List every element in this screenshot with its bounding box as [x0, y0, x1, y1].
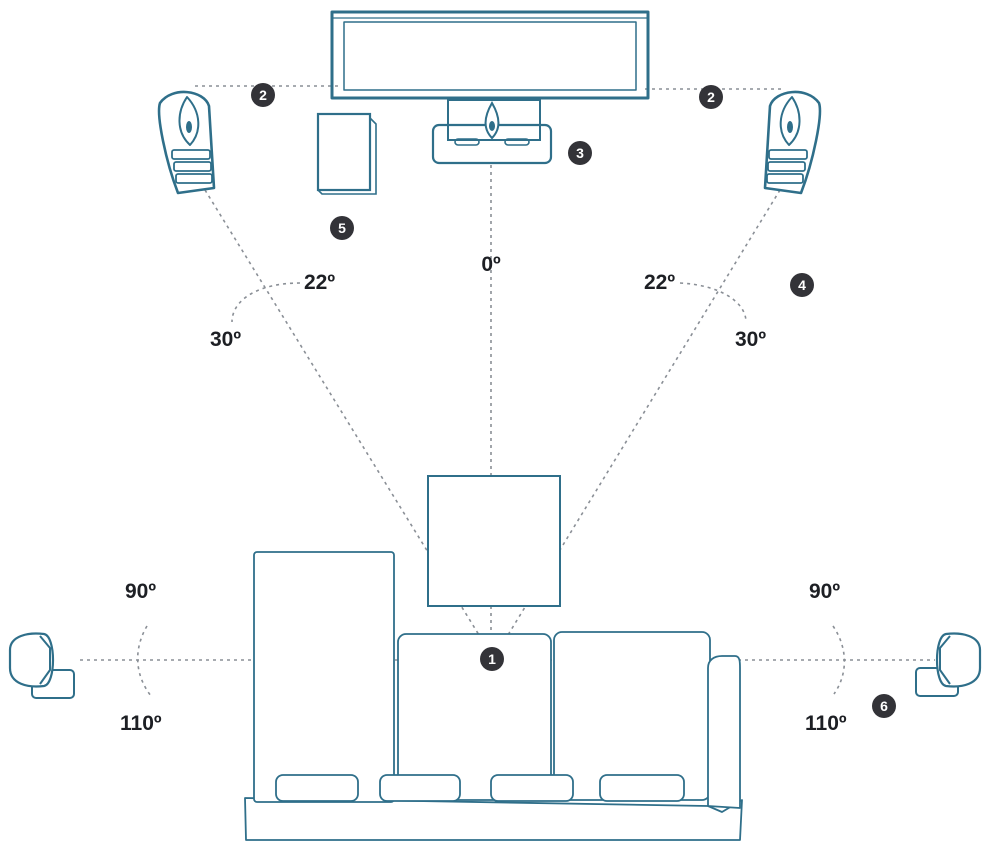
- svg-text:2: 2: [707, 89, 715, 105]
- angle-side-left-top-label: 90º: [125, 580, 156, 603]
- angle-side-right-bottom-label: 110º: [805, 712, 847, 735]
- surround-right-speaker-icon: [915, 632, 982, 697]
- angle-front-left-outer-label: 30º: [210, 328, 241, 351]
- front-left-speaker-icon: [157, 90, 216, 195]
- sofa-icon: [244, 551, 743, 841]
- angle-center-label: 0º: [481, 253, 501, 276]
- angle-front-right-outer-label: 30º: [735, 328, 766, 351]
- badge-subwoofer: 5: [330, 216, 354, 240]
- badge-front-left-distance: 2: [251, 83, 275, 107]
- surround-left-speaker-icon: [8, 632, 75, 699]
- subwoofer-icon: [316, 112, 377, 195]
- side-right-angle-arc: [832, 625, 846, 695]
- svg-text:4: 4: [798, 277, 806, 293]
- svg-text:3: 3: [576, 145, 584, 161]
- coffee-table-icon: [427, 475, 561, 607]
- front-right-angle-line: [499, 189, 781, 649]
- angle-side-right-top-label: 90º: [809, 580, 840, 603]
- badge-front-right-speaker: 4: [790, 273, 814, 297]
- angle-labels: 0º 22º 30º 22º 30º 90º 110º 90º 110º: [120, 253, 847, 735]
- badge-center-speaker: 3: [568, 141, 592, 165]
- svg-text:6: 6: [880, 698, 888, 714]
- badge-front-right-distance: 2: [699, 85, 723, 109]
- svg-text:1: 1: [488, 651, 496, 667]
- side-left-angle-arc: [136, 625, 152, 697]
- badge-listening-position: 1: [480, 647, 504, 671]
- front-right-angle-arc: [679, 282, 747, 323]
- front-right-speaker-icon: [763, 90, 822, 195]
- svg-text:2: 2: [259, 87, 267, 103]
- angle-front-right-inner-label: 22º: [644, 271, 675, 294]
- angle-front-left-inner-label: 22º: [304, 271, 335, 294]
- angle-side-left-bottom-label: 110º: [120, 712, 162, 735]
- center-speaker-icon: [431, 99, 553, 165]
- front-left-angle-arc: [231, 282, 301, 323]
- svg-text:5: 5: [338, 220, 346, 236]
- tv-icon: [330, 10, 650, 100]
- badge-surround-speaker: 6: [872, 694, 896, 718]
